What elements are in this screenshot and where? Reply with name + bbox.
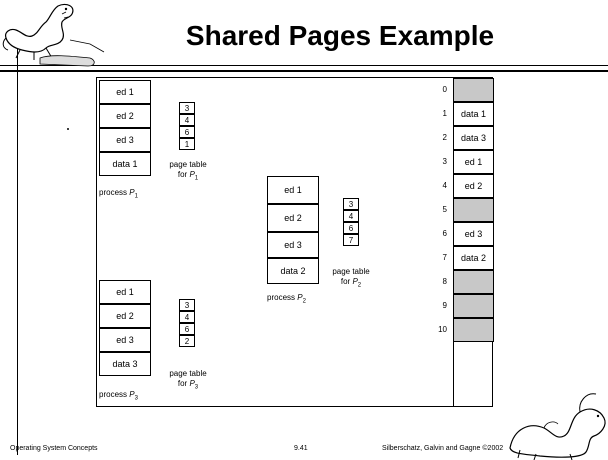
process2-caption: process P2: [267, 293, 306, 307]
pt3-caption-var: P: [189, 379, 195, 388]
memory-frame-label: data 1: [460, 109, 487, 119]
process1-page-2: ed 3: [99, 128, 151, 152]
pt2-cell-1: 4: [343, 210, 359, 222]
process2-caption-prefix: process: [267, 293, 298, 302]
footer-page-number: 9.41: [294, 445, 308, 452]
pt1-caption-line1: page table: [169, 160, 207, 169]
footer-right: Silberschatz, Galvin and Gagne ©2002: [382, 445, 504, 452]
pt2-caption-var: P: [352, 277, 358, 286]
header-divider: [0, 65, 608, 66]
pt3-cell-1: 4: [179, 311, 195, 323]
frame-number: 6: [442, 229, 447, 238]
memory-frame-label: [454, 199, 493, 221]
memory-frame: ed 3: [454, 222, 494, 246]
stray-dot: [67, 128, 69, 130]
memory-frame-label: [454, 295, 493, 317]
process1-caption-prefix: process: [99, 188, 130, 197]
process2-caption-sub: 2: [302, 298, 306, 305]
pt2-cell-0: 3: [343, 198, 359, 210]
process2-page-0: ed 1: [267, 176, 319, 204]
shared-pages-diagram: ed 1 ed 2 ed 3 data 1 process P1 3 4 6 1…: [96, 77, 494, 407]
process2-page-1: ed 2: [267, 204, 319, 232]
frame-number: 3: [442, 157, 447, 166]
pt2-caption: page table for P2: [328, 267, 374, 291]
memory-frame: data 3: [454, 126, 494, 150]
process1-caption: process P1: [99, 188, 138, 202]
pt2-caption-sub: 2: [357, 282, 362, 289]
pt2-caption-line1: page table: [332, 267, 370, 276]
memory-frame: [454, 270, 494, 294]
process1-page-3: data 1: [99, 152, 151, 176]
process1-page-0: ed 1: [99, 80, 151, 104]
memory-frame: ed 2: [454, 174, 494, 198]
process3-caption: process P3: [99, 390, 138, 404]
physical-memory: data 1 data 3 ed 1 ed 2 ed 3 data 2: [453, 78, 494, 406]
pt1-caption-sub: 1: [194, 175, 199, 182]
process3-caption-var: P: [129, 390, 135, 399]
pt3-caption-line1: page table: [169, 369, 207, 378]
pt1-caption-var: P: [189, 170, 195, 179]
memory-frame: [454, 318, 494, 342]
process3-caption-sub: 3: [134, 395, 138, 402]
process1-caption-sub: 1: [134, 193, 138, 200]
frame-number: 7: [442, 253, 447, 262]
memory-frame: [454, 294, 494, 318]
dinosaur-sketch-bottom-icon: [509, 393, 606, 460]
pt1-cell-1: 4: [179, 114, 195, 126]
memory-frame-label: [454, 319, 493, 341]
memory-frame-label: ed 1: [464, 157, 483, 167]
process3-page-2: ed 3: [99, 328, 151, 352]
memory-frame: data 1: [454, 102, 494, 126]
memory-frame-label: [454, 271, 493, 293]
process2-caption-var: P: [297, 293, 303, 302]
header-divider-bottom: [0, 70, 608, 72]
footer-left: Operating System Concepts: [10, 445, 98, 452]
frame-number: 5: [442, 205, 447, 214]
pt1-cell-0: 3: [179, 102, 195, 114]
frame-number: 8: [442, 277, 447, 286]
pt3-cell-3: 2: [179, 335, 195, 347]
left-margin-rule: [17, 30, 18, 455]
memory-frame: data 2: [454, 246, 494, 270]
frame-number: 2: [442, 133, 447, 142]
memory-frame-label: ed 3: [464, 229, 483, 239]
pt2-cell-3: 7: [343, 234, 359, 246]
pt3-caption-prefix: for: [177, 379, 190, 388]
memory-frame-label: data 2: [460, 253, 487, 263]
process2-page-3: data 2: [267, 258, 319, 284]
dinosaur-sketch-icon: [2, 3, 105, 67]
process3-page-1: ed 2: [99, 304, 151, 328]
memory-frame: ed 1: [454, 150, 494, 174]
pt1-caption: page table for P1: [165, 160, 211, 184]
process1-page-1: ed 2: [99, 104, 151, 128]
pt3-cell-0: 3: [179, 299, 195, 311]
process3-page-0: ed 1: [99, 280, 151, 304]
pt1-cell-2: 6: [179, 126, 195, 138]
frame-number-column: 0 1 2 3 4 5 6 7 8 9 10: [427, 78, 451, 398]
memory-frame-label: data 3: [460, 133, 487, 143]
process3-page-3: data 3: [99, 352, 151, 376]
pt2-cell-2: 6: [343, 222, 359, 234]
pt3-caption: page table for P3: [165, 369, 211, 393]
process1-caption-var: P: [129, 188, 135, 197]
memory-frame-label: ed 2: [464, 181, 483, 191]
memory-frame-label: [454, 79, 493, 101]
frame-number: 9: [442, 301, 447, 310]
process3-caption-prefix: process: [99, 390, 130, 399]
process2-page-2: ed 3: [267, 232, 319, 258]
pt3-caption-sub: 3: [194, 384, 199, 391]
page-title: Shared Pages Example: [185, 20, 495, 51]
frame-number: 4: [442, 181, 447, 190]
pt3-cell-2: 6: [179, 323, 195, 335]
memory-frame: [454, 78, 494, 102]
frame-number: 10: [438, 325, 447, 334]
frame-number: 1: [442, 109, 447, 118]
pt1-cell-3: 1: [179, 138, 195, 150]
pt2-caption-prefix: for: [340, 277, 353, 286]
memory-frame: [454, 198, 494, 222]
pt1-caption-prefix: for: [177, 170, 190, 179]
frame-number: 0: [442, 85, 447, 94]
